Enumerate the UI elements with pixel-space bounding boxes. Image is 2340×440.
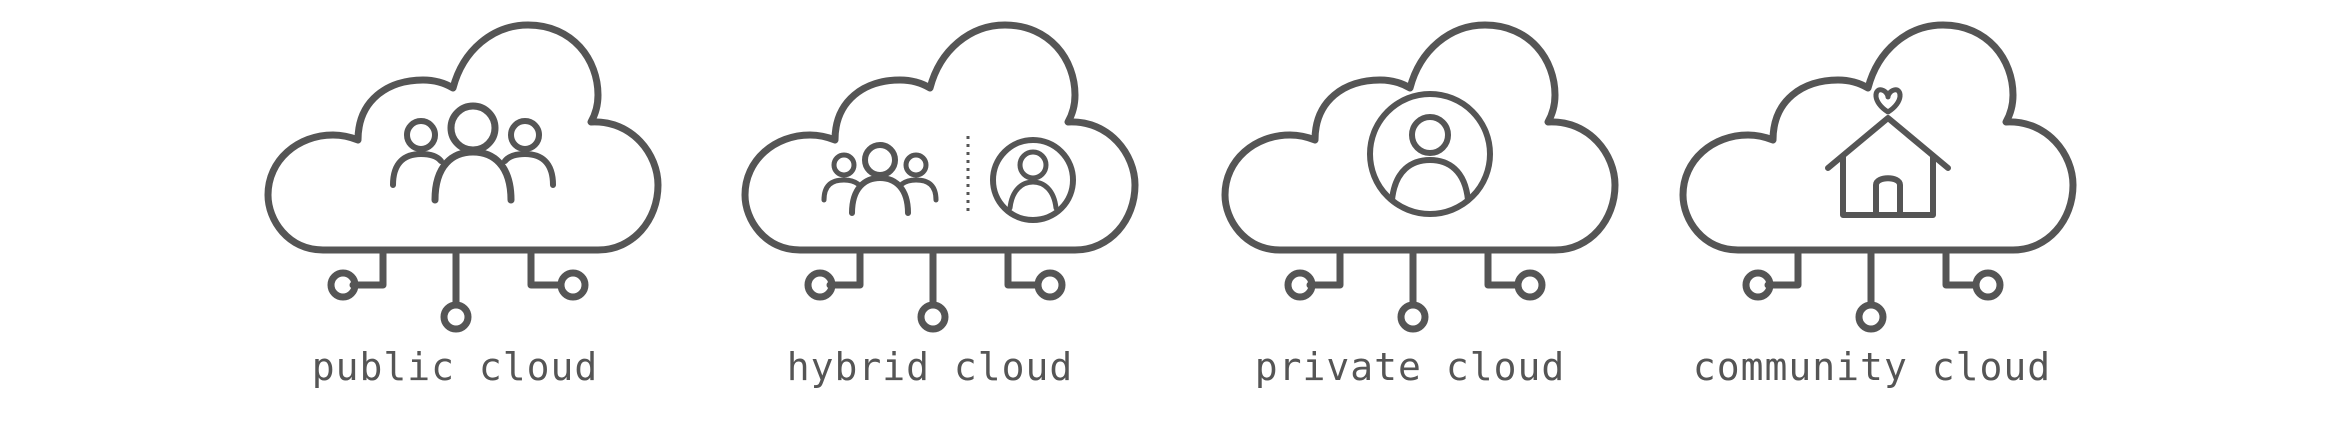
private-cloud-icon [1225, 25, 1615, 329]
public-cloud-label: public cloud [311, 345, 599, 389]
public-cloud-icon [268, 25, 658, 329]
private-cloud-label: private cloud [1254, 345, 1566, 389]
group-and-single-person-icon [821, 136, 1076, 223]
house-with-heart-icon [1825, 87, 1951, 218]
single-person-icon [1367, 91, 1493, 217]
hybrid-cloud-icon [745, 25, 1135, 329]
community-cloud-label: community cloud [1692, 345, 2052, 389]
hybrid-cloud-label: hybrid cloud [786, 345, 1074, 389]
group-of-people-icon [390, 102, 556, 204]
community-cloud-icon [1683, 25, 2073, 329]
